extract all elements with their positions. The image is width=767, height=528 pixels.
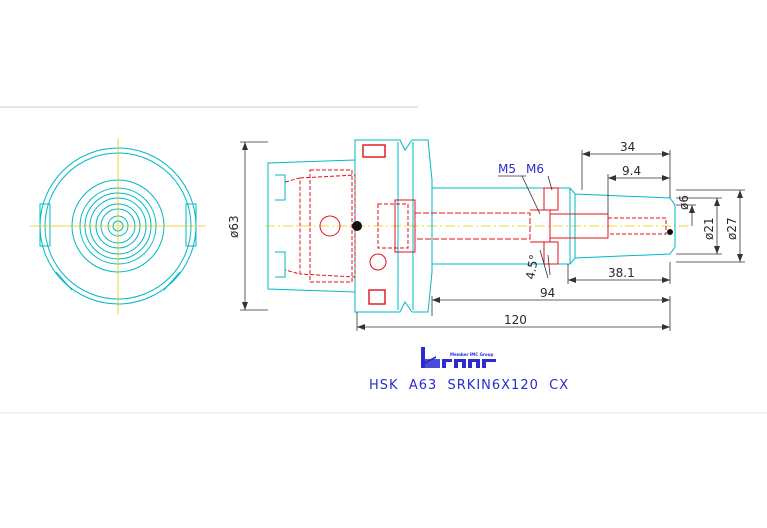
dim-angle: 4.5° — [523, 253, 541, 280]
dimension-arrows — [242, 142, 743, 330]
dim-34: 34 — [620, 140, 635, 154]
dim-120: 120 — [504, 313, 527, 327]
end-view-centerlines — [30, 138, 206, 314]
gauge-ball — [352, 221, 362, 231]
dim-d27: ø27 — [725, 217, 739, 240]
dim-d21: ø21 — [702, 217, 716, 240]
drawing-caption: HSK A63 SRKIN6X120 CX — [369, 378, 569, 393]
holder-internals — [284, 144, 667, 305]
dim-94: 94 — [540, 286, 555, 300]
logo-member-label: Member IMC Group — [450, 352, 493, 357]
thread-m6-label: M6 — [526, 162, 544, 176]
dim-38-1: 38.1 — [608, 266, 635, 280]
holder-body — [267, 139, 676, 313]
dimension-lines — [240, 141, 745, 331]
thread-m5-label: M5 — [498, 162, 516, 176]
gauge-dot — [667, 229, 673, 235]
dim-9-4: 9.4 — [622, 164, 641, 178]
iscar-logo-icon — [421, 347, 496, 368]
dim-d63: ø63 — [227, 215, 241, 238]
dim-d6: ø6 — [677, 195, 691, 210]
